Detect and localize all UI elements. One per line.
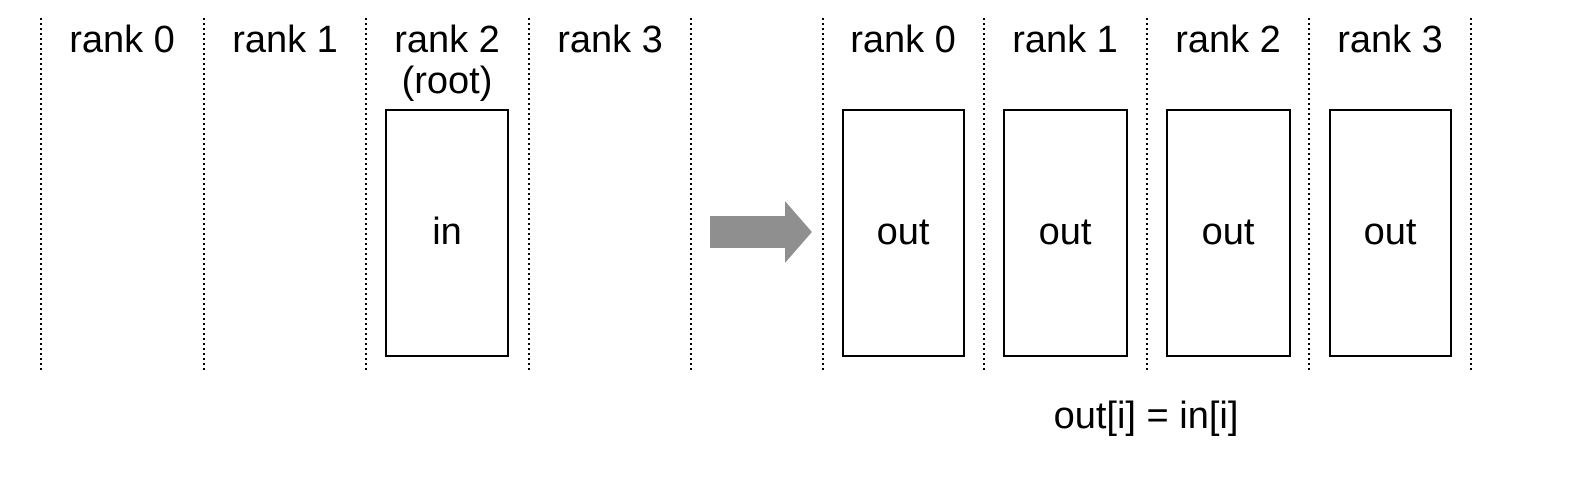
in-buffer-label: in [432,211,462,253]
before-rank-0-label: rank 0 [69,19,175,61]
after-rank-2-label: rank 2 [1175,19,1281,61]
before-rank-1-label: rank 1 [232,19,338,61]
formula-caption: out[i] = in[i] [1054,395,1239,437]
after-rank-labels: rank 0 rank 1 rank 2 rank 3 [850,19,1443,61]
out-buffer-box [842,109,965,357]
out-buffer-rank-0: out [842,109,965,357]
after-rank-0-label: rank 0 [850,19,956,61]
out-buffers: out out out out [842,109,1452,357]
before-rank-3-label: rank 3 [557,19,663,61]
out-buffer-rank-2: out [1166,109,1291,357]
out-buffer-label: out [1202,211,1255,253]
before-dividers [40,18,692,372]
after-rank-3-label: rank 3 [1337,19,1443,61]
out-buffer-label: out [1039,211,1092,253]
out-buffer-box [1003,109,1128,357]
out-buffer-label: out [877,211,930,253]
in-buffer-box [385,109,509,357]
out-buffer-rank-3: out [1329,109,1452,357]
after-rank-1-label: rank 1 [1012,19,1118,61]
out-buffer-box [1329,109,1452,357]
after-dividers [822,18,1472,372]
before-rank-2-label: rank 2 [394,19,500,61]
right-arrow-icon [710,201,812,263]
before-rank-labels: rank 0 rank 1 rank 2 (root) rank 3 [69,19,663,102]
out-buffer-box [1166,109,1291,357]
in-buffer: in [385,109,509,357]
root-sublabel: (root) [402,60,493,102]
out-buffer-rank-1: out [1003,109,1128,357]
out-buffer-label: out [1364,211,1417,253]
